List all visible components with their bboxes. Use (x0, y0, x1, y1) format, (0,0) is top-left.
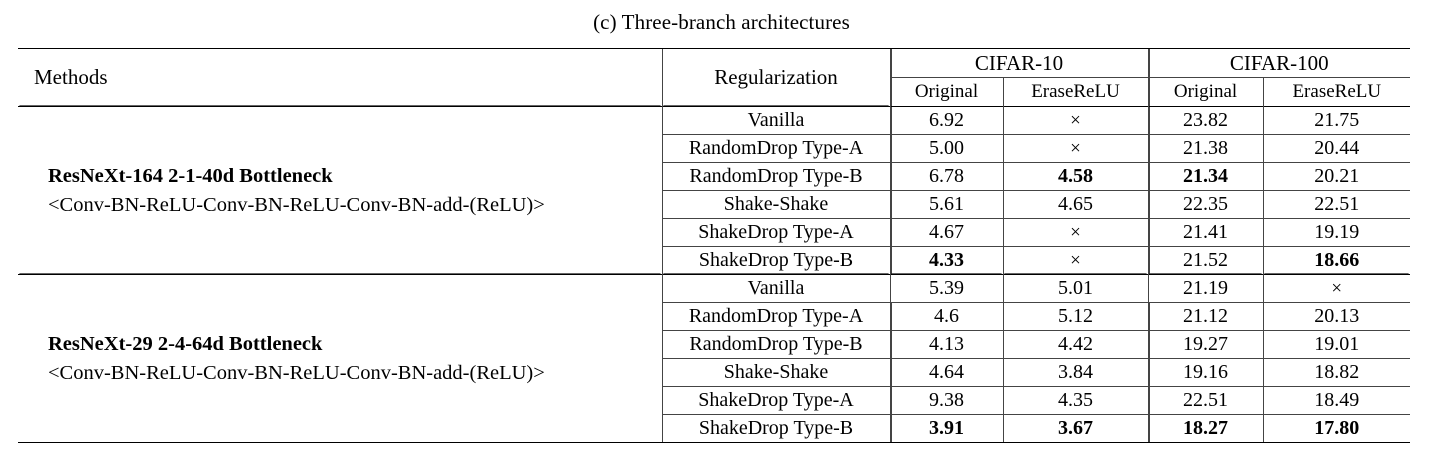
value-cifar10-erasereLU: 4.65 (1002, 190, 1149, 219)
method-cell-1: ResNeXt-29 2-4-64d Bottleneck <Conv-BN-R… (18, 274, 662, 442)
value-cifar100-erasereLU: 20.44 (1262, 134, 1411, 163)
results-table-container: Methods Regularization CIFAR-10 CIFAR-10… (18, 48, 1411, 443)
value-cifar100-erasereLU: 18.66 (1262, 246, 1411, 275)
value-cifar10-original: 5.00 (889, 134, 1003, 163)
value-cifar10-erasereLU: 4.58 (1002, 162, 1149, 191)
value-cifar100-original: 21.38 (1147, 134, 1264, 163)
value-cifar10-original: 9.38 (889, 386, 1003, 415)
regularization-cell: Vanilla (661, 274, 890, 303)
header-group-cifar10: CIFAR-10 (889, 48, 1149, 78)
value-cifar100-erasereLU: 20.13 (1262, 302, 1411, 331)
regularization-cell: RandomDrop Type-B (661, 330, 890, 359)
regularization-cell: ShakeDrop Type-A (661, 218, 890, 247)
table-row: RandomDrop Type-B 4.13 4.42 19.27 19.01 (18, 330, 1411, 359)
value-cifar100-original: 21.19 (1147, 274, 1264, 303)
results-table: Methods Regularization CIFAR-10 CIFAR-10… (18, 48, 1411, 442)
value-cifar10-erasereLU: 5.12 (1002, 302, 1149, 331)
table-row: ResNeXt-164 2-1-40d Bottleneck <Conv-BN-… (18, 106, 1411, 275)
header-cifar100-original: Original (1147, 77, 1264, 107)
value-cifar100-original: 18.27 (1147, 414, 1264, 442)
regularization-cell: Shake-Shake (661, 358, 890, 387)
value-cifar100-erasereLU: 19.19 (1262, 218, 1411, 247)
regularization-cell: Shake-Shake (661, 190, 890, 219)
value-cifar10-erasereLU: 3.84 (1002, 358, 1149, 387)
regularization-cell: RandomDrop Type-B (661, 162, 890, 191)
header-regularization: Regularization (661, 48, 890, 107)
value-cifar100-erasereLU: 21.75 (1262, 106, 1411, 135)
method-subtitle: <Conv-BN-ReLU-Conv-BN-ReLU-Conv-BN-add-(… (48, 193, 545, 216)
value-cifar10-original: 5.39 (889, 274, 1003, 303)
value-cifar10-erasereLU: 3.67 (1002, 414, 1149, 442)
value-cifar100-erasereLU: 22.51 (1262, 190, 1411, 219)
value-cifar100-erasereLU: 17.80 (1262, 414, 1411, 442)
value-cifar10-erasereLU: × (1002, 134, 1149, 163)
value-cifar10-original: 4.64 (889, 358, 1003, 387)
value-cifar10-original: 6.78 (889, 162, 1003, 191)
method-title: ResNeXt-164 2-1-40d Bottleneck (48, 164, 333, 187)
table-row: RandomDrop Type-B 6.78 4.58 21.34 20.21 (18, 162, 1411, 191)
value-cifar10-original: 3.91 (889, 414, 1003, 442)
value-cifar10-erasereLU: × (1002, 246, 1149, 275)
method-subtitle: <Conv-BN-ReLU-Conv-BN-ReLU-Conv-BN-add-(… (48, 361, 545, 384)
table-row: ResNeXt-29 2-4-64d Bottleneck <Conv-BN-R… (18, 274, 1411, 442)
value-cifar100-original: 19.27 (1147, 330, 1264, 359)
value-cifar10-original: 4.33 (889, 246, 1003, 275)
value-cifar100-erasereLU: × (1262, 274, 1411, 303)
value-cifar100-original: 21.34 (1147, 162, 1264, 191)
table-bottom-rule (18, 442, 1410, 443)
value-cifar100-original: 21.12 (1147, 302, 1264, 331)
value-cifar10-erasereLU: 4.35 (1002, 386, 1149, 415)
value-cifar100-original: 22.51 (1147, 386, 1264, 415)
value-cifar10-erasereLU: × (1002, 106, 1149, 135)
value-cifar100-original: 21.41 (1147, 218, 1264, 247)
header-row-group: Methods Regularization CIFAR-10 CIFAR-10… (18, 48, 1411, 107)
method-cell-0: ResNeXt-164 2-1-40d Bottleneck <Conv-BN-… (18, 106, 662, 275)
value-cifar10-original: 4.13 (889, 330, 1003, 359)
regularization-cell: ShakeDrop Type-A (661, 386, 890, 415)
table-row: RandomDrop Type-A 5.00 × 21.38 20.44 (18, 134, 1411, 163)
table-body-block-1: ResNeXt-29 2-4-64d Bottleneck <Conv-BN-R… (18, 274, 1411, 442)
regularization-cell: RandomDrop Type-A (661, 302, 890, 331)
figure-caption: (c) Three-branch architectures (593, 10, 850, 34)
table-body-block-0: ResNeXt-164 2-1-40d Bottleneck <Conv-BN-… (18, 106, 1411, 275)
value-cifar10-erasereLU: 4.42 (1002, 330, 1149, 359)
regularization-cell: RandomDrop Type-A (661, 134, 890, 163)
table-row: ShakeDrop Type-B 3.91 3.67 18.27 17.80 (18, 414, 1411, 442)
table-row: Shake-Shake 4.64 3.84 19.16 18.82 (18, 358, 1411, 387)
method-title: ResNeXt-29 2-4-64d Bottleneck (48, 332, 323, 355)
table-head: Methods Regularization CIFAR-10 CIFAR-10… (18, 48, 1411, 107)
value-cifar100-erasereLU: 20.21 (1262, 162, 1411, 191)
value-cifar10-original: 4.67 (889, 218, 1003, 247)
value-cifar10-original: 4.6 (889, 302, 1003, 331)
table-row: RandomDrop Type-A 4.6 5.12 21.12 20.13 (18, 302, 1411, 331)
regularization-cell: Vanilla (661, 106, 890, 135)
value-cifar100-original: 19.16 (1147, 358, 1264, 387)
table-row: Shake-Shake 5.61 4.65 22.35 22.51 (18, 190, 1411, 219)
header-row-sub: Original EraseReLU Original EraseReLU (18, 77, 1411, 107)
value-cifar100-original: 21.52 (1147, 246, 1264, 275)
value-cifar10-original: 6.92 (889, 106, 1003, 135)
value-cifar10-erasereLU: × (1002, 218, 1149, 247)
table-row: ShakeDrop Type-A 4.67 × 21.41 19.19 (18, 218, 1411, 247)
value-cifar100-erasereLU: 18.82 (1262, 358, 1411, 387)
regularization-cell: ShakeDrop Type-B (661, 414, 890, 442)
table-row: ShakeDrop Type-B 4.33 × 21.52 18.66 (18, 246, 1411, 275)
table-row: ShakeDrop Type-A 9.38 4.35 22.51 18.49 (18, 386, 1411, 415)
value-cifar100-original: 23.82 (1147, 106, 1264, 135)
value-cifar100-erasereLU: 18.49 (1262, 386, 1411, 415)
value-cifar10-erasereLU: 5.01 (1002, 274, 1149, 303)
value-cifar100-original: 22.35 (1147, 190, 1264, 219)
value-cifar100-erasereLU: 19.01 (1262, 330, 1411, 359)
header-methods: Methods (18, 48, 662, 107)
header-group-cifar100: CIFAR-100 (1147, 48, 1411, 78)
header-cifar10-original: Original (889, 77, 1003, 107)
header-cifar10-erasereLU: EraseReLU (1002, 77, 1149, 107)
header-cifar100-erasereLU: EraseReLU (1262, 77, 1411, 107)
value-cifar10-original: 5.61 (889, 190, 1003, 219)
regularization-cell: ShakeDrop Type-B (661, 246, 890, 275)
